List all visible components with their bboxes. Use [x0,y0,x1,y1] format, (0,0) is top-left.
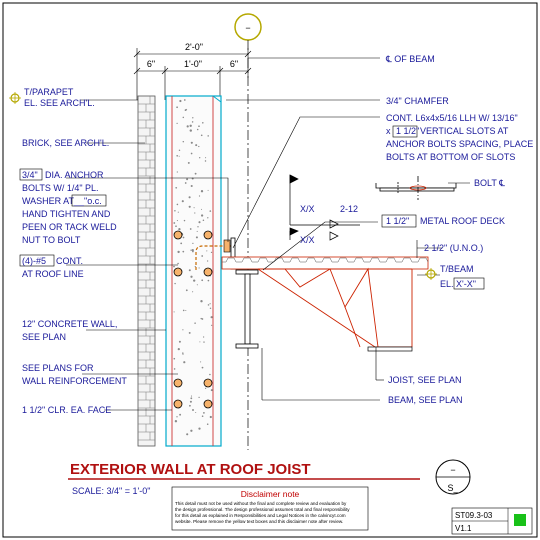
label-reinf-2: WALL REINFORCEMENT [22,376,127,386]
anchor-spacing-box [71,194,107,207]
label-reinf-1: SEE PLANS FOR [22,363,94,373]
detail-title: EXTERIOR WALL AT ROOF JOIST [70,461,311,478]
anchor-size-box [19,168,43,181]
anchor-bolt [195,245,231,270]
svg-text:Disclaimer note: Disclaimer note [241,489,300,499]
sheet-version: V1.1 [455,524,472,533]
label-anchor-1a: 3/4" [22,170,38,180]
dim-middle: 1'-0" [184,59,202,69]
label-wall-2: SEE PLAN [22,332,66,342]
svg-text:−: − [245,23,250,33]
label-joist: JOIST, SEE PLAN [388,375,462,385]
leader-lines [66,57,470,411]
elevation-marker-parapet [9,92,21,104]
dim-left: 6" [147,59,155,69]
disclaimer-box: Disclaimer note This detail must not be … [171,486,369,531]
label-angle-2b: 1 1/2" [396,126,419,136]
label-deck-b: METAL ROOF DECK [420,216,505,226]
label-t-beam: T/BEAM [440,264,474,274]
label-brick: BRICK, SEE ARCH'L. [22,138,109,148]
status-indicator [514,514,526,526]
sheet-number: ST09.3-03 [455,511,493,520]
label-angle-1: CONT. L6x4x5/16 LLH W/ 13/16" [386,113,518,123]
bolt-detail [375,176,457,200]
label-chamfer: 3/4" CHAMFER [386,96,449,106]
label-parapet-1: T/PARAPET [24,87,74,97]
label-weld-2: X/X [300,235,315,245]
bolt-washer [223,239,231,253]
disclaimer-line: the design professional. The design prof… [175,507,350,512]
label-anchor-2: BOLTS W/ 1/4" PL. [22,183,99,193]
label-uno: 2 1/2" (U.N.O.) [424,243,483,253]
joist [257,267,413,348]
label-anchor-3b: __"o.c. [73,196,102,206]
label-angle-2a: x [386,126,391,136]
dim-right: 6" [230,59,238,69]
disclaimer-line: This detail must not be used without the… [175,501,347,506]
dim-overall: 2'-0" [185,42,203,52]
label-anchor-5: PEEN OR TACK WELD [22,222,117,232]
label-angle-3: ANCHOR BOLTS SPACING, PLACE [386,139,533,149]
steel-beam [235,269,259,349]
angle-slot-box [392,125,418,138]
label-el-a: EL. [440,279,454,289]
label-el-b: X'-X" [456,279,476,289]
label-weld-1: X/X [300,204,315,214]
chamfer-line [212,95,222,103]
label-bolt-cl: BOLT ℄ [474,178,505,188]
beam-elevation-box [453,277,485,290]
label-angle-2c: VERTICAL SLOTS AT [420,126,509,136]
label-cl-beam: ℄ OF BEAM [385,54,435,64]
sheet-number-box: ST09.3-03 V1.1 [451,507,533,535]
label-bars-2: AT ROOF LINE [22,269,84,279]
svg-text:S_: S_ [447,483,459,493]
label-beam: BEAM, SEE PLAN [388,395,463,405]
label-wall-1: 12" CONCRETE WALL, [22,319,117,329]
weld-symbols [289,174,360,241]
dimension-lines [133,48,252,100]
rebar [173,230,213,409]
disclaimer-line: for this detail as explained in Responsi… [175,513,346,518]
elevation-marker-beam [425,268,437,280]
deck-depth-box [381,214,417,228]
joist-seat [367,346,413,352]
label-anchor-1b: DIA. ANCHOR [45,170,104,180]
brick-veneer [137,95,156,447]
label-clr: 1 1/2" CLR. EA. FACE [22,405,111,415]
detail-bubble: − S_ [435,459,471,495]
label-parapet-2: EL. SEE ARCH'L. [24,98,95,108]
roof-deck [221,256,429,270]
label-bars-1b: CONT. [56,256,83,266]
label-anchor-3a: WASHER AT [22,196,75,206]
label-anchor-4: HAND TIGHTEN AND [22,209,111,219]
label-weld-1b: 2-12 [340,204,358,214]
label-bars-1a: (4)-#5 [22,256,46,266]
label-deck-a: 1 1/2" [386,216,409,226]
bars-box [19,254,55,267]
detail-scale: SCALE: 3/4" = 1'-0" [72,486,150,496]
label-angle-4: BOLTS AT BOTTOM OF SLOTS [386,152,515,162]
svg-text:−: − [450,465,455,475]
grid-bubble: − [234,13,262,450]
label-anchor-6: NUT TO BOLT [22,235,81,245]
disclaimer-line: website. Please remove the yellow text b… [175,519,343,524]
